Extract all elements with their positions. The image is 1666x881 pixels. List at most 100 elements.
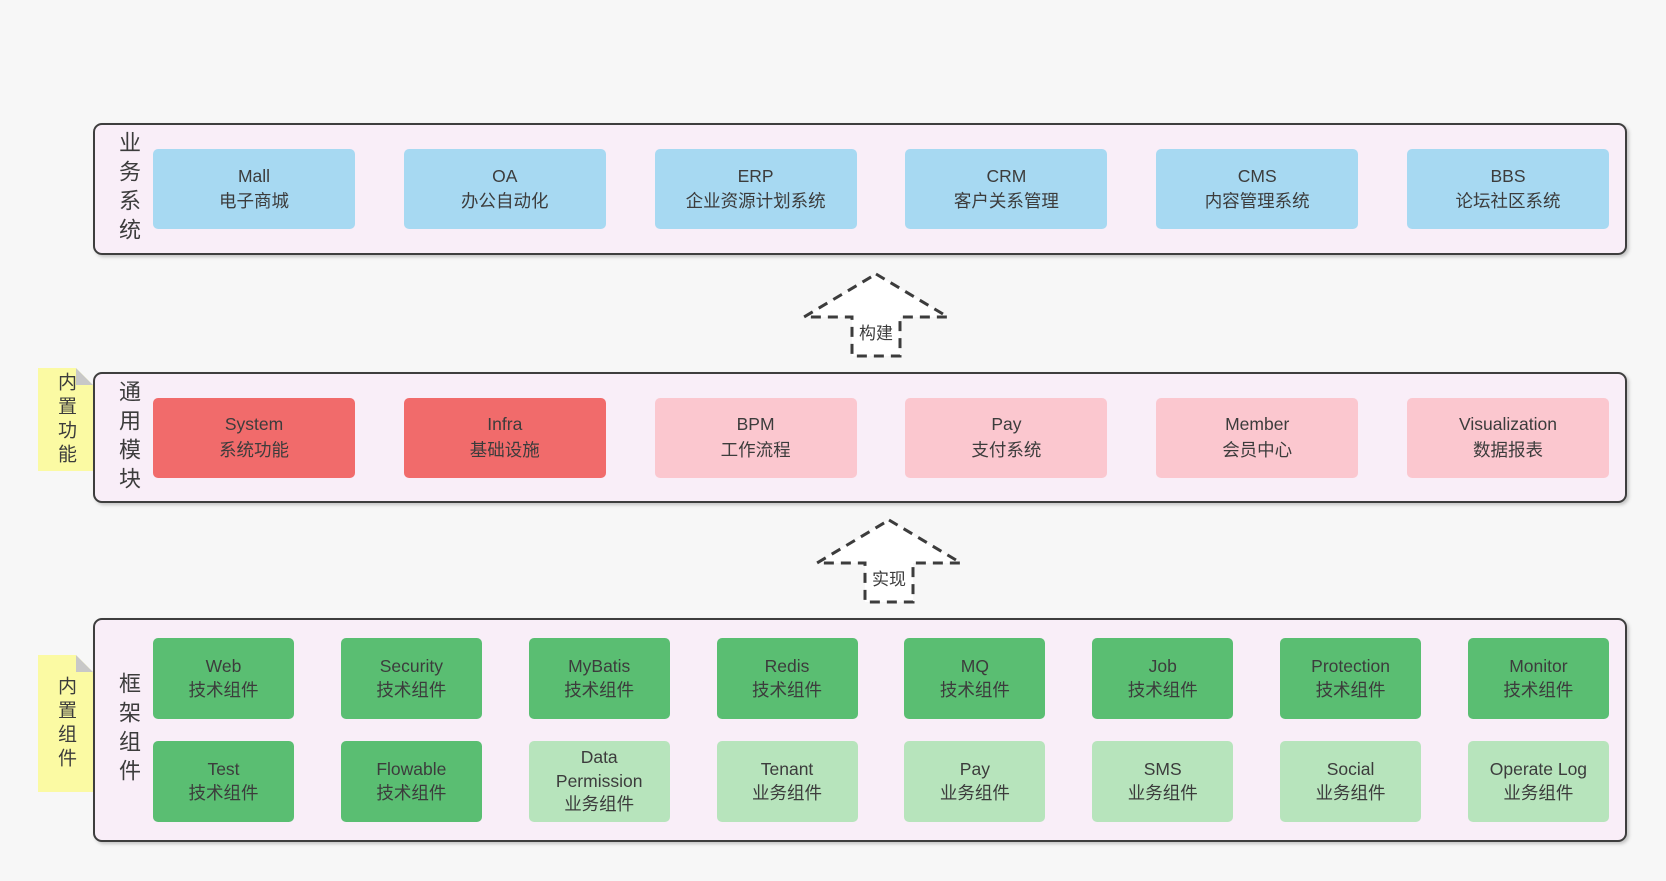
box-en-label: Social [1326,758,1375,779]
box-en-label: SMS [1143,758,1182,779]
box-zh-label: 内容管理系统 [1204,191,1310,211]
box-en-label: Pay [959,758,990,779]
box-en-label: BPM [736,414,775,435]
box-pay-component: Pay 业务组件 [904,741,1046,822]
box-data-permission: Data Permission 业务组件 [528,741,670,822]
framework-row-1: Web 技术组件 Security 技术组件 MyBatis 技术组件 Redi… [153,638,1609,719]
box-mall: Mall 电子商城 [153,149,355,229]
box-zh-label: 数据报表 [1472,439,1543,460]
box-en-label: BBS [1490,165,1526,186]
box-en-label: ERP [737,165,774,186]
box-protection: Protection 技术组件 [1280,638,1422,719]
box-bpm: BPM 工作流程 [654,397,857,478]
box-mybatis: MyBatis 技术组件 [528,638,670,719]
box-job: Job 技术组件 [1092,638,1234,719]
box-erp: ERP 企业资源计划系统 [654,149,857,229]
folded-corner-icon [76,368,93,385]
box-zh-label: 企业资源计划系统 [685,191,826,211]
box-en-label: Infra [487,414,523,435]
box-zh-label: 业务组件 [564,794,635,815]
box-zh-label: 业务组件 [1127,782,1198,803]
box-en-label: MyBatis [568,655,631,676]
box-oa: OA 办公自动化 [403,149,606,229]
box-zh-label: 技术组件 [376,782,447,803]
box-zh-label: 基础设施 [469,439,540,460]
build-arrow: 构建 [801,271,951,359]
box-zh-label: 技术组件 [1127,679,1198,700]
box-zh-label: 技术组件 [188,782,259,803]
sticky-note-builtin-features: 内置功能 [38,368,93,471]
box-pay-module: Pay 支付系统 [905,397,1108,478]
box-en-label: OA [492,165,518,186]
box-en-label: Tenant [760,758,814,779]
box-zh-label: 技术组件 [188,679,259,700]
box-zh-label: 技术组件 [376,679,447,700]
common-modules-panel: 通用模块 System 系统功能 Infra 基础设施 BPM 工作流程 Pay… [93,372,1627,503]
box-en-label: Redis [764,655,810,676]
box-en-label: Visualization [1459,414,1557,435]
box-zh-label: 电子商城 [219,191,289,211]
box-member: Member 会员中心 [1156,397,1359,478]
sticky-note-builtin-components: 内置组件 [38,655,93,792]
box-zh-label: 技术组件 [1315,679,1386,700]
box-en-label: Member [1225,414,1290,435]
box-redis: Redis 技术组件 [716,638,858,719]
box-en-label: Monitor [1509,655,1568,676]
box-zh-label: 系统功能 [219,439,289,460]
box-visualization: Visualization 数据报表 [1406,397,1609,478]
box-en-label: Protection [1311,655,1390,676]
box-monitor: Monitor 技术组件 [1467,638,1609,719]
framework-components-panel: 框架组件 Web 技术组件 Security 技术组件 MyBatis 技术组件… [93,618,1627,842]
box-en-label: Pay [991,414,1022,435]
box-en-label: Data Permission [555,747,643,791]
box-mq: MQ 技术组件 [904,638,1046,719]
box-en-label: Operate Log [1489,758,1588,779]
box-zh-label: 客户关系管理 [953,191,1059,211]
box-en-label: Mall [237,165,271,186]
implement-arrow-label: 实现 [872,570,906,589]
box-zh-label: 会员中心 [1222,439,1293,460]
up-block-arrow-icon [801,272,951,358]
box-en-label: Flowable [376,758,447,779]
common-modules-boxes: System 系统功能 Infra 基础设施 BPM 工作流程 Pay 支付系统… [139,397,1625,478]
business-systems-label: 业务系统 [116,131,141,247]
sticky-note-label: 内置功能 [55,371,76,468]
build-arrow-label: 构建 [859,324,893,343]
box-en-label: Test [207,758,240,779]
box-system: System 系统功能 [153,397,355,478]
box-zh-label: 技术组件 [752,679,823,700]
box-zh-label: 技术组件 [1503,679,1574,700]
box-zh-label: 办公自动化 [461,191,549,211]
box-security: Security 技术组件 [340,638,482,719]
box-tenant: Tenant 业务组件 [716,741,858,822]
folded-corner-icon [76,655,93,672]
box-social: Social 业务组件 [1280,741,1422,822]
business-systems-boxes: Mall 电子商城 OA 办公自动化 ERP 企业资源计划系统 CRM 客户关系… [139,149,1625,229]
box-en-label: System [224,414,284,435]
box-cms: CMS 内容管理系统 [1156,149,1359,229]
implement-arrow: 实现 [814,517,964,605]
box-en-label: Security [379,655,443,676]
sticky-note-label: 内置组件 [55,675,76,772]
box-zh-label: 业务组件 [1315,782,1386,803]
box-zh-label: 业务组件 [939,782,1010,803]
box-sms: SMS 业务组件 [1092,741,1234,822]
box-crm: CRM 客户关系管理 [905,149,1108,229]
framework-row-2: Test 技术组件 Flowable 技术组件 Data Permission … [153,741,1609,822]
box-en-label: CRM [986,165,1027,186]
common-modules-label: 通用模块 [116,379,141,496]
box-operate-log: Operate Log 业务组件 [1467,741,1609,822]
framework-components-label: 框架组件 [116,672,141,788]
up-block-arrow-icon [814,518,964,604]
box-en-label: MQ [960,655,989,676]
business-systems-panel: 业务系统 Mall 电子商城 OA 办公自动化 ERP 企业资源计划系统 CRM… [93,123,1627,255]
box-zh-label: 业务组件 [1503,782,1574,803]
box-bbs: BBS 论坛社区系统 [1406,149,1609,229]
box-infra: Infra 基础设施 [403,397,606,478]
box-en-label: CMS [1237,165,1277,186]
framework-components-rows: Web 技术组件 Security 技术组件 MyBatis 技术组件 Redi… [139,638,1625,822]
box-web: Web 技术组件 [153,638,294,719]
box-test: Test 技术组件 [153,741,294,822]
box-zh-label: 技术组件 [939,679,1010,700]
box-zh-label: 工作流程 [720,439,791,460]
